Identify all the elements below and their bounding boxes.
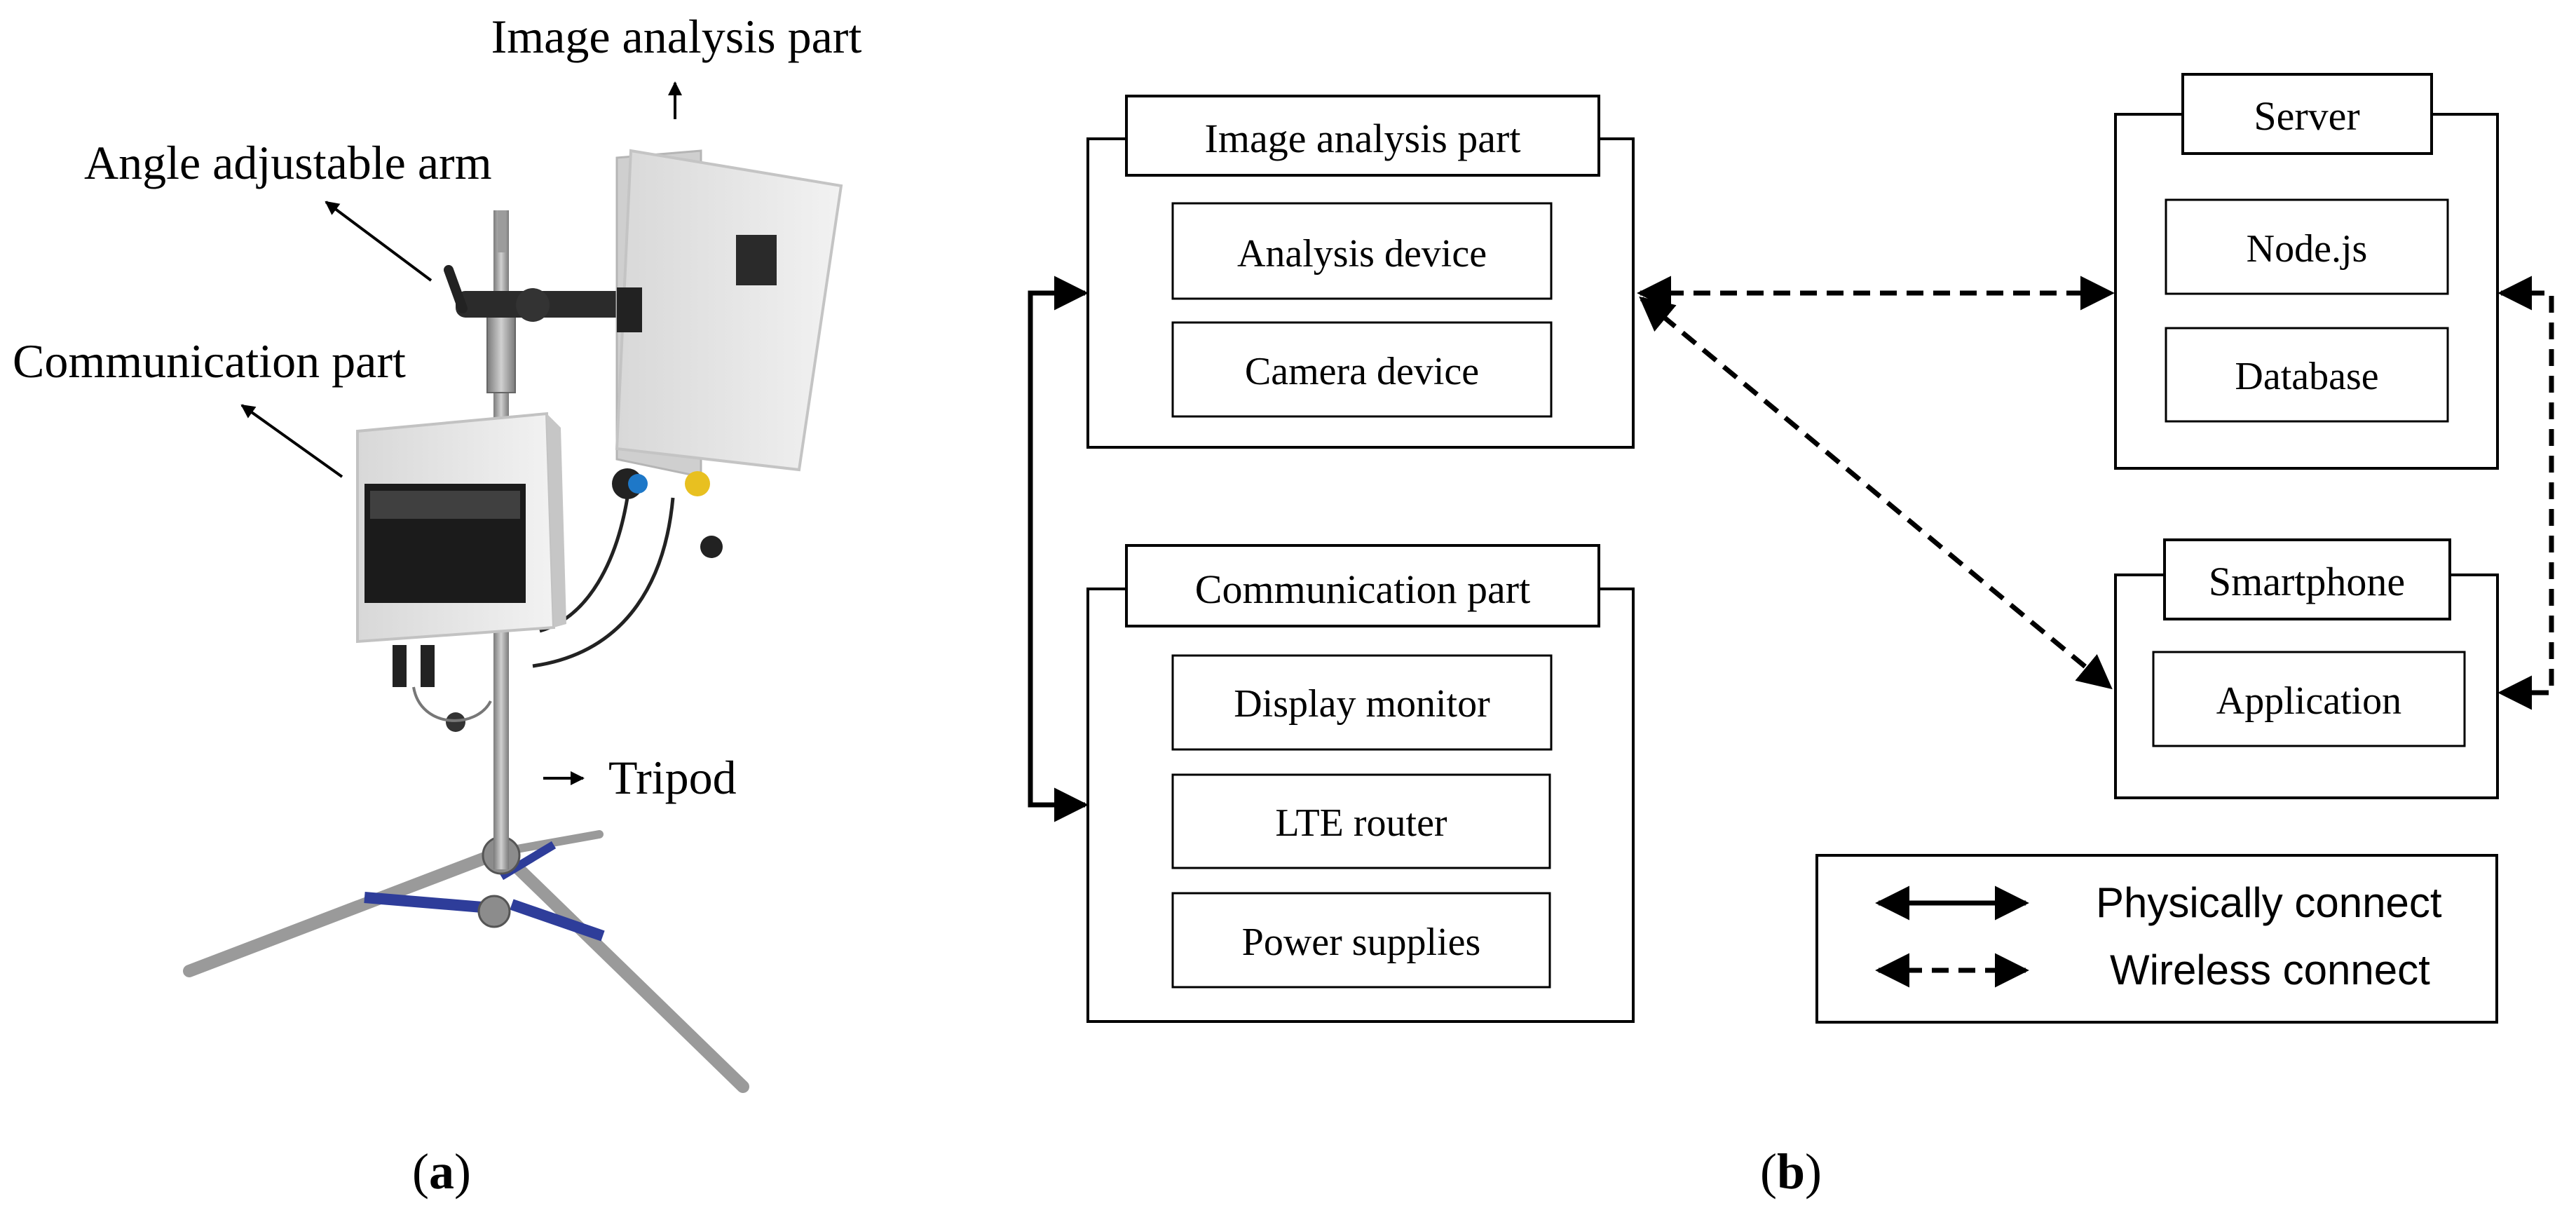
- wireless-connection-smartphone: [1639, 296, 2113, 690]
- analysis-device-label: Analysis device: [1237, 232, 1487, 276]
- wireless-connection-server-smartphone: [2497, 276, 2554, 710]
- communication-enclosure: [356, 412, 566, 732]
- pointer-arrow-communication: [240, 404, 343, 478]
- panel-letter-a: a: [429, 1143, 454, 1200]
- database-label: Database: [2235, 355, 2378, 398]
- communication-part-title: Communication part: [1195, 566, 1530, 612]
- lte-router-label: LTE router: [1275, 801, 1447, 845]
- legend-box: Physically connect Wireless connect: [1815, 854, 2498, 1024]
- camera-device-label: Camera device: [1245, 350, 1479, 393]
- communication-part-block: Communication part Display monitor LTE r…: [1086, 544, 1635, 1023]
- photo-label-communication: Communication part: [13, 334, 406, 388]
- diagram-panel: Image analysis part Analysis device Came…: [1028, 73, 2554, 1200]
- image-analysis-part-title: Image analysis part: [1205, 116, 1521, 161]
- pointer-arrow-angle-arm: [325, 201, 432, 282]
- application-label: Application: [2216, 679, 2401, 723]
- nodejs-label: Node.js: [2247, 227, 2368, 271]
- smartphone-title: Smartphone: [2209, 559, 2405, 604]
- panel-label-a: (a): [412, 1143, 471, 1200]
- panel-letter-b: b: [1777, 1143, 1805, 1200]
- legend-wireless-label: Wireless connect: [2110, 946, 2430, 993]
- physical-connection-line: [1028, 276, 1089, 822]
- photo-label-angle-arm: Angle adjustable arm: [84, 136, 492, 189]
- legend-physical-label: Physically connect: [2096, 879, 2442, 926]
- panel-label-b: (b): [1760, 1143, 1822, 1200]
- smartphone-block: Smartphone Application: [2114, 538, 2499, 799]
- image-analysis-part-block: Image analysis part Analysis device Came…: [1086, 95, 1635, 449]
- angle-arm-illustration: [444, 265, 631, 322]
- photo-label-image-analysis: Image analysis part: [491, 10, 862, 63]
- tripod-illustration: [183, 210, 749, 1093]
- photo-label-tripod: Tripod: [608, 751, 737, 804]
- power-supplies-label: Power supplies: [1242, 921, 1481, 964]
- image-analysis-enclosure: [532, 149, 843, 668]
- server-block: Server Node.js Database: [2114, 73, 2499, 470]
- photo-panel: Image analysis part Angle adjustable arm…: [13, 10, 861, 1200]
- server-title: Server: [2254, 93, 2359, 139]
- display-monitor-label: Display monitor: [1234, 682, 1490, 726]
